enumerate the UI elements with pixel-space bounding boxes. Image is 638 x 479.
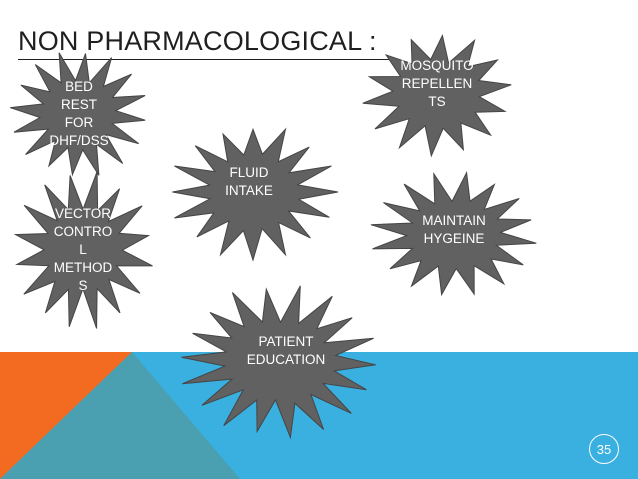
burst-label-line: MAINTAIN — [422, 213, 486, 228]
burst-shape — [181, 285, 376, 440]
burst-label-line: INTAKE — [225, 183, 273, 198]
burst-label: MOSQUITO REPELLEN TS — [362, 22, 512, 146]
burst-label-line: METHOD — [53, 260, 113, 275]
burst-maintain-hygeine: MAINTAIN HYGEINE — [370, 171, 538, 297]
burst-label-line: EDUCATION — [246, 352, 326, 367]
burst-polygon — [181, 285, 376, 440]
burst-patient-education: PATIENT EDUCATION — [178, 284, 378, 440]
burst-shape — [362, 34, 512, 158]
burst-label-line: TS — [428, 94, 446, 109]
burst-label: VECTOR CONTRO L METHOD S — [12, 170, 154, 330]
burst-label-line: VECTOR — [54, 206, 111, 221]
burst-label-line: REPELLEN — [401, 76, 473, 91]
burst-mosquito-repellents: MOSQUITO REPELLEN TS — [362, 32, 512, 158]
burst-label-line: L — [79, 242, 87, 257]
burst-label: BED REST FOR DHF/DSS — [10, 50, 148, 178]
burst-polygon — [13, 171, 153, 329]
burst-fluid-intake: FLUID INTAKE — [168, 124, 339, 262]
burst-shape — [172, 127, 339, 262]
burst-label-line: PATIENT — [258, 334, 314, 349]
burst-label: MAINTAIN HYGEINE — [370, 168, 538, 292]
burst-label: FLUID INTAKE — [164, 114, 334, 250]
burst-label-line: S — [78, 278, 88, 293]
burst-label: PATIENT EDUCATION — [186, 274, 386, 428]
burst-label-line: FLUID — [229, 165, 269, 180]
burst-polygon — [172, 127, 339, 262]
teal-triangle — [0, 352, 240, 479]
title-underline — [18, 59, 390, 60]
burst-label-line: MOSQUITO — [400, 58, 474, 73]
burst-shape — [10, 52, 146, 177]
burst-polygon — [10, 52, 146, 177]
burst-label-line: HYGEINE — [423, 231, 485, 246]
burst-label-line: FOR — [64, 115, 94, 130]
burst-shape — [370, 171, 537, 297]
burst-polygon — [370, 171, 537, 297]
burst-polygon — [362, 34, 512, 158]
burst-label-line: REST — [60, 97, 97, 112]
burst-label-line: CONTRO — [53, 224, 113, 239]
slide-title: NON PHARMACOLOGICAL : — [18, 26, 377, 56]
burst-label-line: BED — [65, 79, 93, 94]
burst-vector-control-methods: VECTOR CONTRO L METHOD S — [12, 170, 154, 330]
page-number-badge: 35 — [589, 434, 619, 464]
burst-label-line: DHF/DSS — [49, 133, 109, 148]
burst-bed-rest: BED REST FOR DHF/DSS — [10, 50, 148, 178]
burst-shape — [13, 171, 153, 329]
